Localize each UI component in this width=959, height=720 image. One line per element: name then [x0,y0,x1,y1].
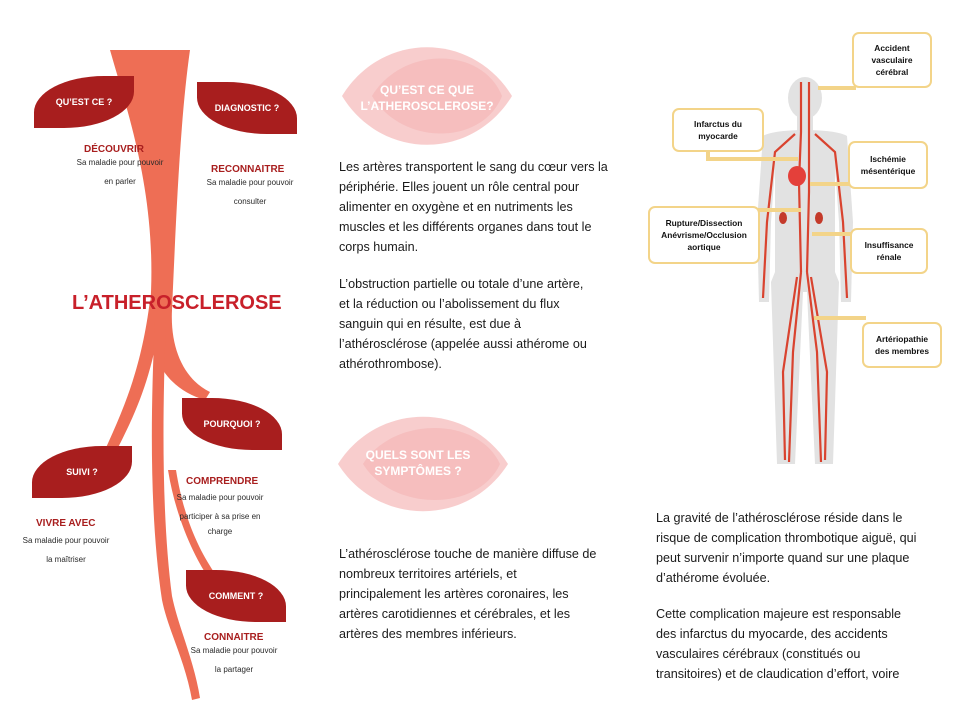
connector-arteriopathie [814,316,866,320]
section1-paragraph1: Les artères transportent le sang du cœur… [339,160,608,254]
connector-renale [812,232,852,236]
connector-ischemie [810,182,852,186]
section2-paragraph: L’athérosclérose touche de manière diffu… [339,547,597,641]
right-paragraph1: La gravité de l’athérosclérose réside da… [656,511,917,585]
petal-section2 [338,416,508,512]
section1-paragraph2: L’obstruction partielle ou totale d’une … [339,277,587,371]
main-title: L’ATHEROSCLEROSE [72,292,282,314]
artery-tree [96,50,216,700]
section2-title: QUELS SONT LES SYMPTÔMES ? [365,448,471,478]
label-decouvrir-sub: Sa maladie pour pouvoir en parler [76,158,164,186]
right-paragraph2: Cette complication majeure est responsab… [656,607,902,681]
label-reconnaitre-sub: Sa maladie pour pouvoir consulter [206,178,294,206]
label-connaitre: CONNAITRE [204,632,264,643]
label-reconnaitre: RECONNAITRE [211,164,285,175]
label-vivre-avec-sub: Sa maladie pour pouvoir la maîtriser [22,536,110,564]
label-comprendre-sub: Sa maladie pour pouvoir participer à sa … [176,493,264,536]
label-decouvrir: DÉCOUVRIR [84,144,145,155]
connector-avc [818,86,856,90]
human-body-figure [757,77,853,464]
label-connaitre-sub: Sa maladie pour pouvoir la partager [190,646,278,674]
label-vivre-avec: VIVRE AVEC [36,518,96,529]
section1-title: QU’EST CE QUE L’ATHEROSCLEROSE? [360,83,494,113]
connector-rupture [755,208,801,212]
connector-infarctus-h [706,157,798,161]
connector-infarctus [706,151,710,159]
label-comprendre: COMPRENDRE [186,476,259,487]
petal-section1 [342,47,512,145]
